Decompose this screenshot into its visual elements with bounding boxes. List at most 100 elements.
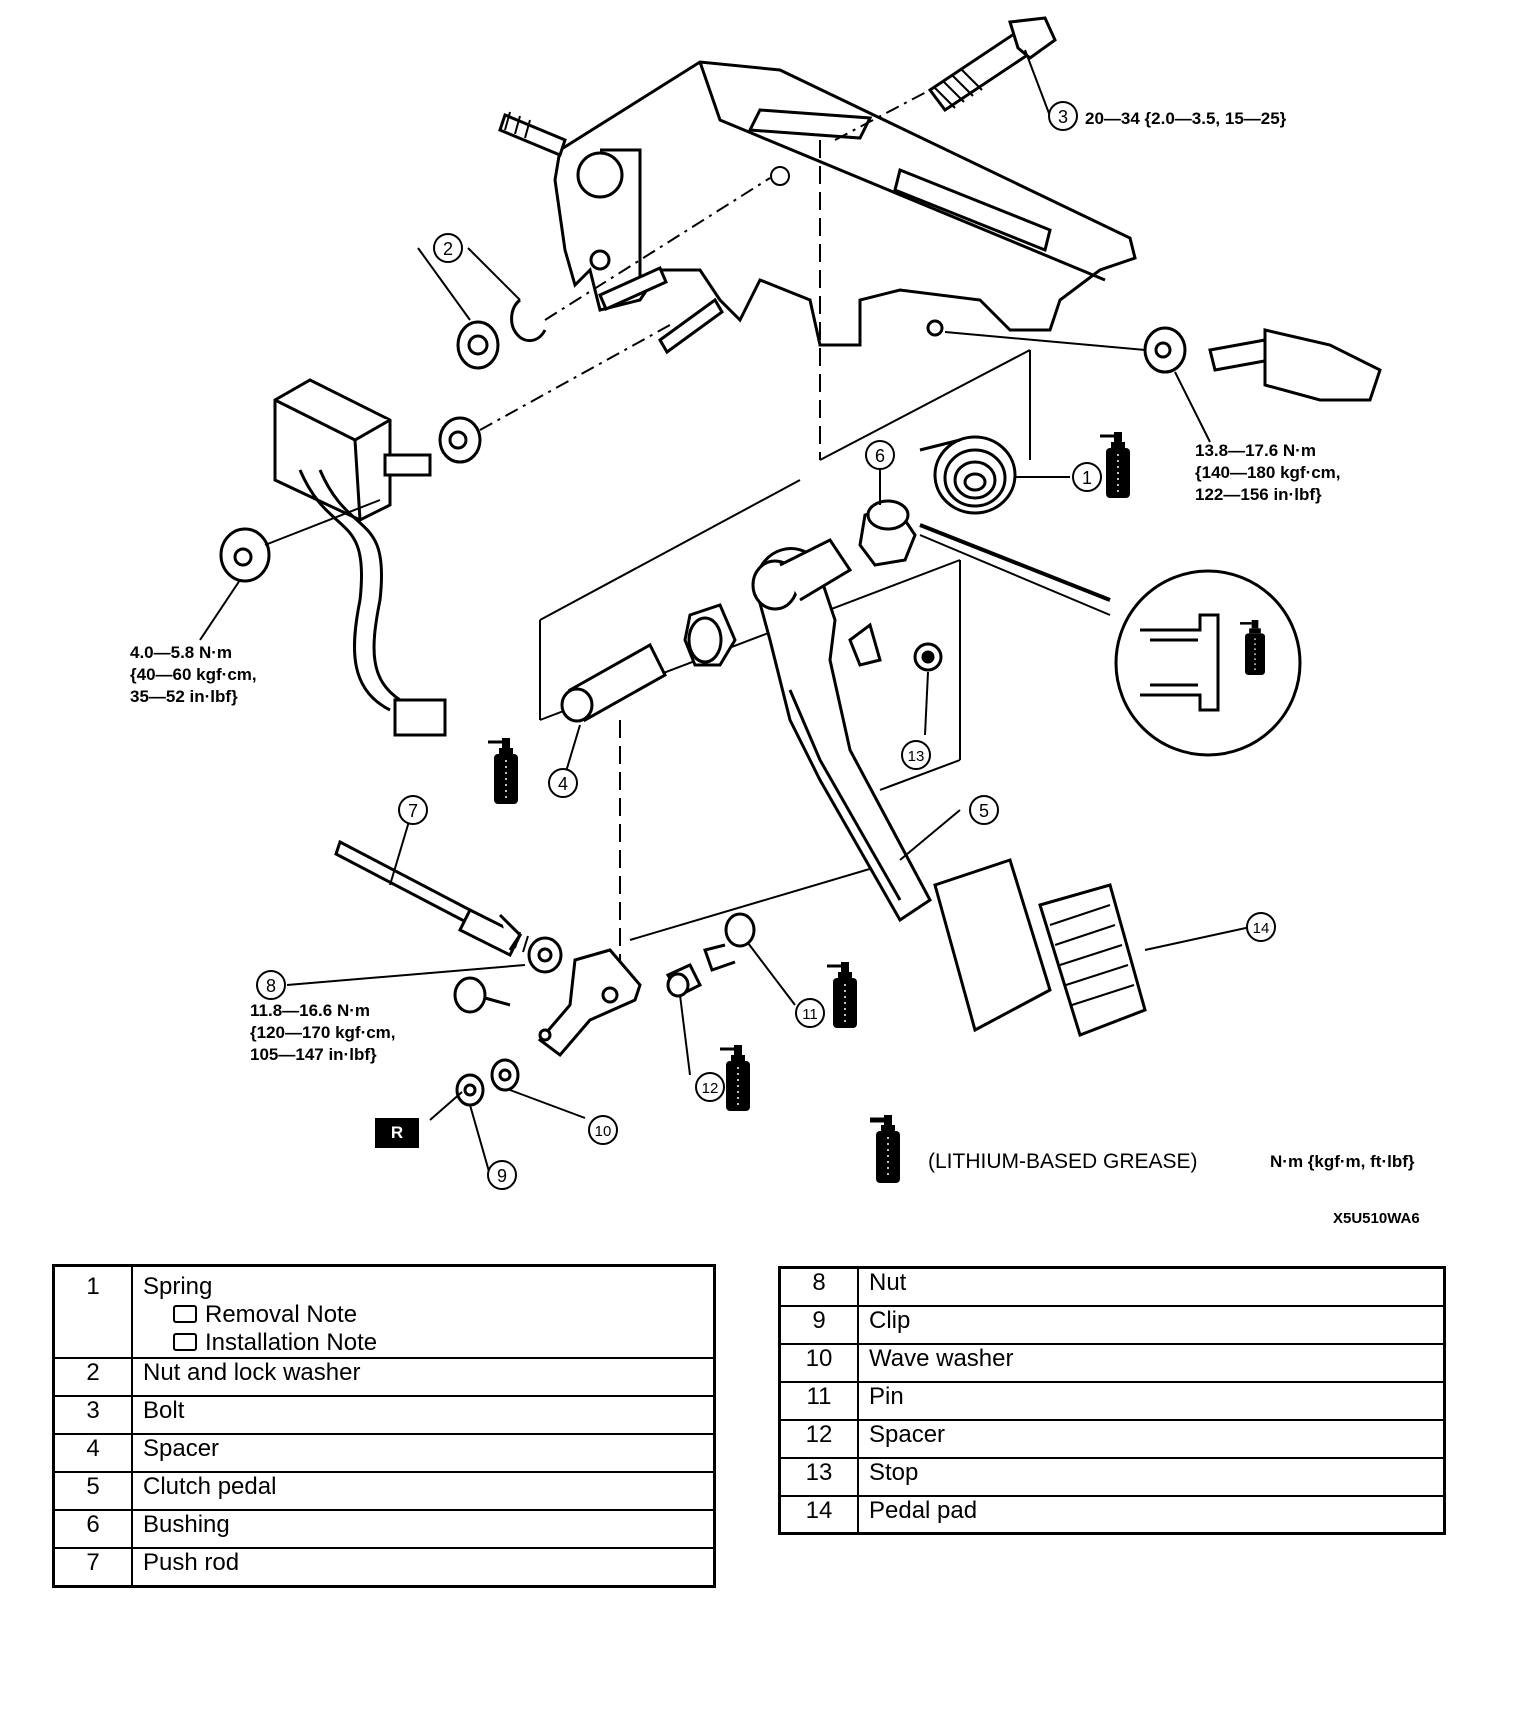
grease-tube-icon: [827, 962, 859, 1028]
figure-id: X5U510WA6: [1333, 1210, 1420, 1227]
assembly-guide-lines: [539, 140, 1031, 960]
installation-note-label: Installation Note: [205, 1329, 378, 1356]
part-name: Spring: [143, 1273, 213, 1300]
removal-note-label: Removal Note: [205, 1301, 358, 1328]
nut-left: [219, 527, 271, 583]
callout-3: 3: [1058, 107, 1068, 127]
stud-left-small: [453, 976, 511, 1014]
callout-6: 6: [875, 446, 885, 466]
part-number: 2: [52, 1357, 133, 1397]
replace-marker: R: [375, 1118, 419, 1148]
part-name: Pin: [857, 1380, 1446, 1421]
part-name: Spacer: [131, 1433, 716, 1473]
callout-2: 2: [443, 239, 453, 259]
part-name: Spacer: [857, 1418, 1446, 1459]
part-name: Nut and lock washer: [131, 1357, 716, 1397]
callout-11: 11: [802, 1006, 818, 1023]
spec-nut-right: 13.8—17.6 N·m {140—180 kgf·cm, 122—156 i…: [1195, 441, 1341, 504]
clevis: [537, 948, 642, 1058]
clip-9: [455, 1073, 485, 1107]
part-name: Bolt: [131, 1395, 716, 1435]
part-number: 9: [778, 1304, 859, 1345]
part-number: 11: [778, 1380, 859, 1421]
part-name: Nut: [857, 1266, 1446, 1307]
grease-tube-icon: [870, 1115, 902, 1181]
part-number: 13: [778, 1456, 859, 1497]
part-name: Bushing: [131, 1509, 716, 1549]
part-number: 12: [778, 1418, 859, 1459]
part-number: 3: [52, 1395, 133, 1435]
callout-13: 13: [908, 748, 925, 765]
spec-nut-left: 4.0—5.8 N·m {40—60 kgf·cm, 35—52 in·lbf}: [130, 643, 257, 706]
part-number: 4: [52, 1433, 133, 1473]
spacer-4: [560, 603, 737, 723]
clutch-pedal-5: [751, 538, 1052, 1033]
removal-note-link[interactable]: Removal Note: [143, 1301, 703, 1329]
part-name: Pedal pad: [857, 1494, 1446, 1535]
callout-circles: [256, 101, 1276, 1190]
stud-top-left: [498, 111, 567, 158]
callout-14: 14: [1253, 920, 1270, 937]
part-number: 1: [52, 1264, 133, 1359]
part-number: 5: [52, 1471, 133, 1511]
spacer-12: [665, 963, 703, 998]
part-name: Wave washer: [857, 1342, 1446, 1383]
stop-light-switch: [1208, 328, 1382, 402]
spring-1: [919, 435, 1017, 515]
push-rod-7: [334, 839, 529, 958]
leader-lines: [417, 49, 1070, 1176]
stop-13: [913, 642, 943, 672]
grease-tube-icon: [720, 1045, 752, 1111]
bushing-6: [858, 499, 917, 567]
part-number: 7: [52, 1547, 133, 1587]
spec-bolt-3: 20—34 {2.0—3.5, 15—25}: [1085, 109, 1287, 128]
part-name: Clip: [857, 1304, 1446, 1345]
pedal-switch: [273, 378, 447, 737]
exploded-diagram: 1 2 3 4 5 6 7 8 9 10 11 12 13 14: [199, 16, 1382, 1190]
part-name: Clutch pedal: [131, 1471, 716, 1511]
callout-12: 12: [702, 1080, 719, 1097]
collar: [438, 416, 482, 464]
part-number: 6: [52, 1509, 133, 1549]
callout-10: 10: [595, 1123, 612, 1140]
nut-2: [456, 298, 547, 370]
part-name: Push rod: [131, 1547, 716, 1587]
reference-hand-icon: [173, 1305, 197, 1323]
callout-9: 9: [497, 1166, 507, 1186]
table-row: 1 Spring Removal Note Installation Note: [52, 1264, 716, 1359]
callout-8: 8: [266, 976, 276, 996]
reference-hand-icon: [173, 1333, 197, 1351]
studs-middle: [598, 266, 724, 355]
torque-units-legend: N·m {kgf·m, ft·lbf}: [1270, 1152, 1415, 1171]
installation-note-link[interactable]: Installation Note: [143, 1329, 703, 1357]
spec-nut-8: 11.8—16.6 N·m {120—170 kgf·cm, 105—147 i…: [250, 1001, 396, 1064]
part-name: Stop: [857, 1456, 1446, 1497]
callout-1: 1: [1082, 468, 1092, 488]
part-number: 10: [778, 1342, 859, 1383]
wave-washer-10: [490, 1058, 520, 1092]
grease-legend-label: (LITHIUM-BASED GREASE): [928, 1150, 1198, 1173]
nut-8: [527, 936, 563, 974]
callout-7: 7: [408, 801, 418, 821]
nut-right: [1143, 326, 1187, 374]
bolt-3: [927, 16, 1057, 113]
grease-tube-icon: [1100, 432, 1132, 498]
part-number: 14: [778, 1494, 859, 1535]
callout-5: 5: [979, 801, 989, 821]
parts-table-left: 1 Spring Removal Note Installation Note …: [52, 1264, 716, 1588]
grease-tube-icon: [488, 738, 520, 804]
bushing-detail: [1114, 569, 1302, 757]
part-number: 8: [778, 1266, 859, 1307]
